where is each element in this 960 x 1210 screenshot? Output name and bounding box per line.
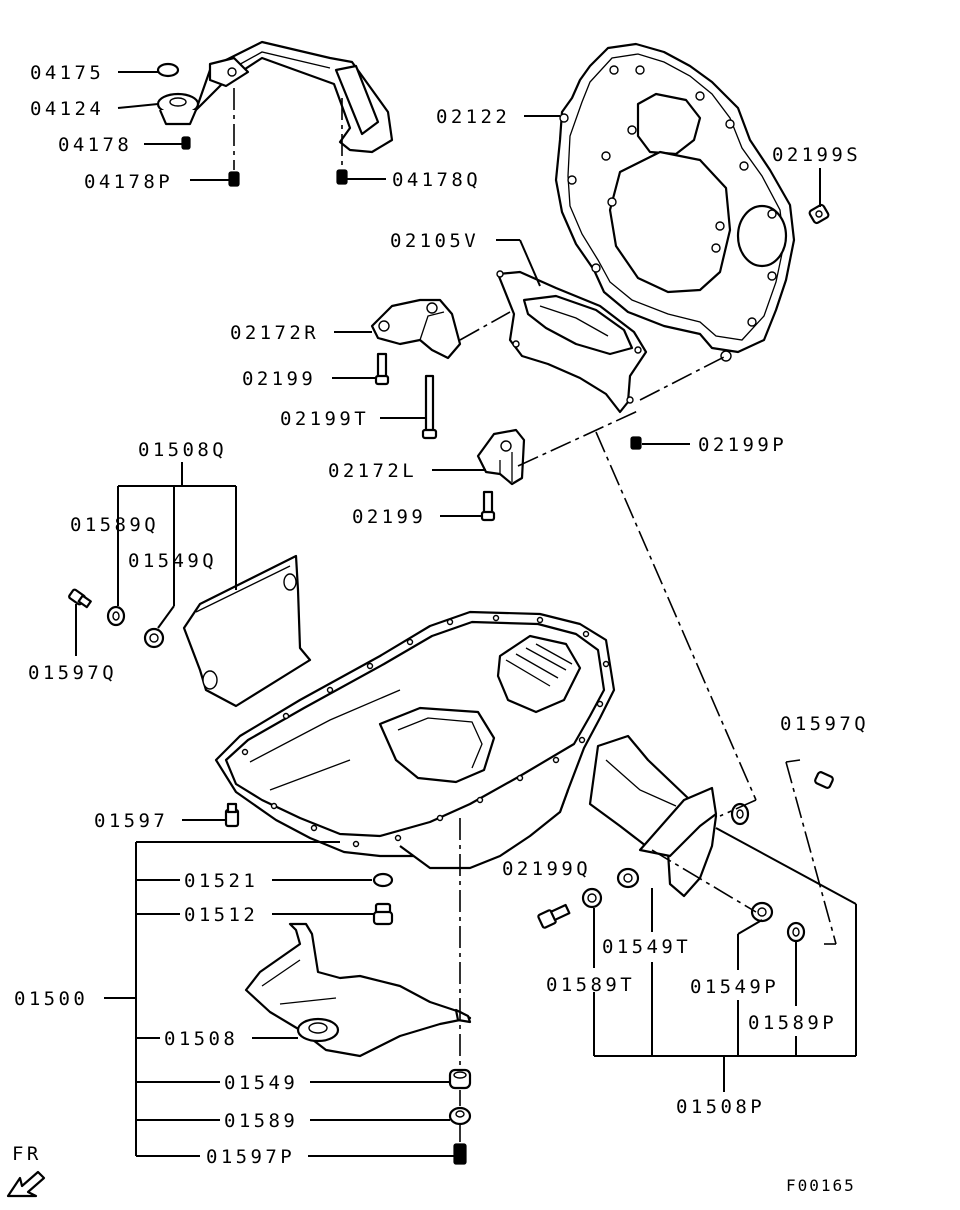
gasket-04175 <box>156 62 180 78</box>
figure-code: F00165 <box>786 1176 856 1195</box>
bolt-01597Q-left <box>68 588 92 609</box>
grommet-01549Q <box>143 627 165 649</box>
front-direction-arrow-icon <box>6 1170 46 1198</box>
label-01549: 01549 <box>224 1072 298 1094</box>
label-01589: 01589 <box>224 1110 298 1132</box>
label-02199-lower: 02199 <box>352 506 426 528</box>
label-04175: 04175 <box>30 62 104 84</box>
label-02199P: 02199P <box>698 434 787 456</box>
bolt-04178Q <box>336 169 348 185</box>
label-04178: 04178 <box>58 134 132 156</box>
bracket-02172R <box>370 298 462 360</box>
label-01512: 01512 <box>184 904 258 926</box>
oil-pan <box>214 610 616 870</box>
bracket-02172L <box>476 428 526 486</box>
bolt-04178 <box>181 136 191 150</box>
label-01508P: 01508P <box>676 1096 765 1118</box>
bolt-01597Q-right <box>814 771 834 789</box>
label-02105V: 02105V <box>390 230 479 252</box>
label-01597: 01597 <box>94 810 168 832</box>
bolt-02199P <box>630 436 642 450</box>
label-01589P: 01589P <box>748 1012 837 1034</box>
oil-strainer-assembly <box>156 40 394 154</box>
label-01597Q-left: 01597Q <box>28 662 117 684</box>
grommet-01549 <box>448 1068 472 1090</box>
bolt-01597 <box>224 802 240 828</box>
washer-01589Q <box>106 605 126 627</box>
label-02172R: 02172R <box>230 322 319 344</box>
label-01508Q: 01508Q <box>138 439 227 461</box>
bolt-04178P <box>228 171 240 187</box>
baffle-plate-01508Q <box>182 554 312 708</box>
bolt-01597P <box>453 1143 467 1165</box>
bolt-02199Q <box>537 903 571 929</box>
label-04178Q: 04178Q <box>392 169 481 191</box>
washer-01589T <box>581 887 603 909</box>
bell-housing-cover <box>496 270 648 414</box>
label-01597Q-right: 01597Q <box>780 713 869 735</box>
washer-01589 <box>448 1106 472 1126</box>
label-01597P: 01597P <box>206 1146 295 1168</box>
bolt-02199-lower <box>480 490 496 522</box>
label-01589Q: 01589Q <box>70 514 159 536</box>
label-01521: 01521 <box>184 870 258 892</box>
washer-01589P <box>786 921 806 943</box>
label-02122: 02122 <box>436 106 510 128</box>
label-02199T: 02199T <box>280 408 369 430</box>
label-01508: 01508 <box>164 1028 238 1050</box>
label-04178P: 04178P <box>84 171 173 193</box>
label-02199-upper: 02199 <box>242 368 316 390</box>
oil-strainer-01508 <box>244 922 472 1058</box>
bolt-02199S <box>808 203 830 225</box>
bolt-02199T <box>421 374 438 440</box>
label-02172L: 02172L <box>328 460 417 482</box>
label-01549T: 01549T <box>602 936 691 958</box>
baffle-plate-01508P <box>588 734 750 898</box>
leader-lines <box>75 71 857 1157</box>
label-04124: 04124 <box>30 98 104 120</box>
grommet-01549T <box>616 867 640 889</box>
label-02199Q: 02199Q <box>502 858 591 880</box>
label-01549Q: 01549Q <box>128 550 217 572</box>
label-01589T: 01589T <box>546 974 635 996</box>
bolt-02199-upper <box>374 352 390 386</box>
label-01549P: 01549P <box>690 976 779 998</box>
gasket-01521 <box>372 872 394 888</box>
front-direction-label: FR <box>12 1143 42 1165</box>
label-02199S: 02199S <box>772 144 861 166</box>
drain-plug-01512 <box>372 902 394 926</box>
label-01500: 01500 <box>14 988 88 1010</box>
rear-plate <box>554 42 796 362</box>
